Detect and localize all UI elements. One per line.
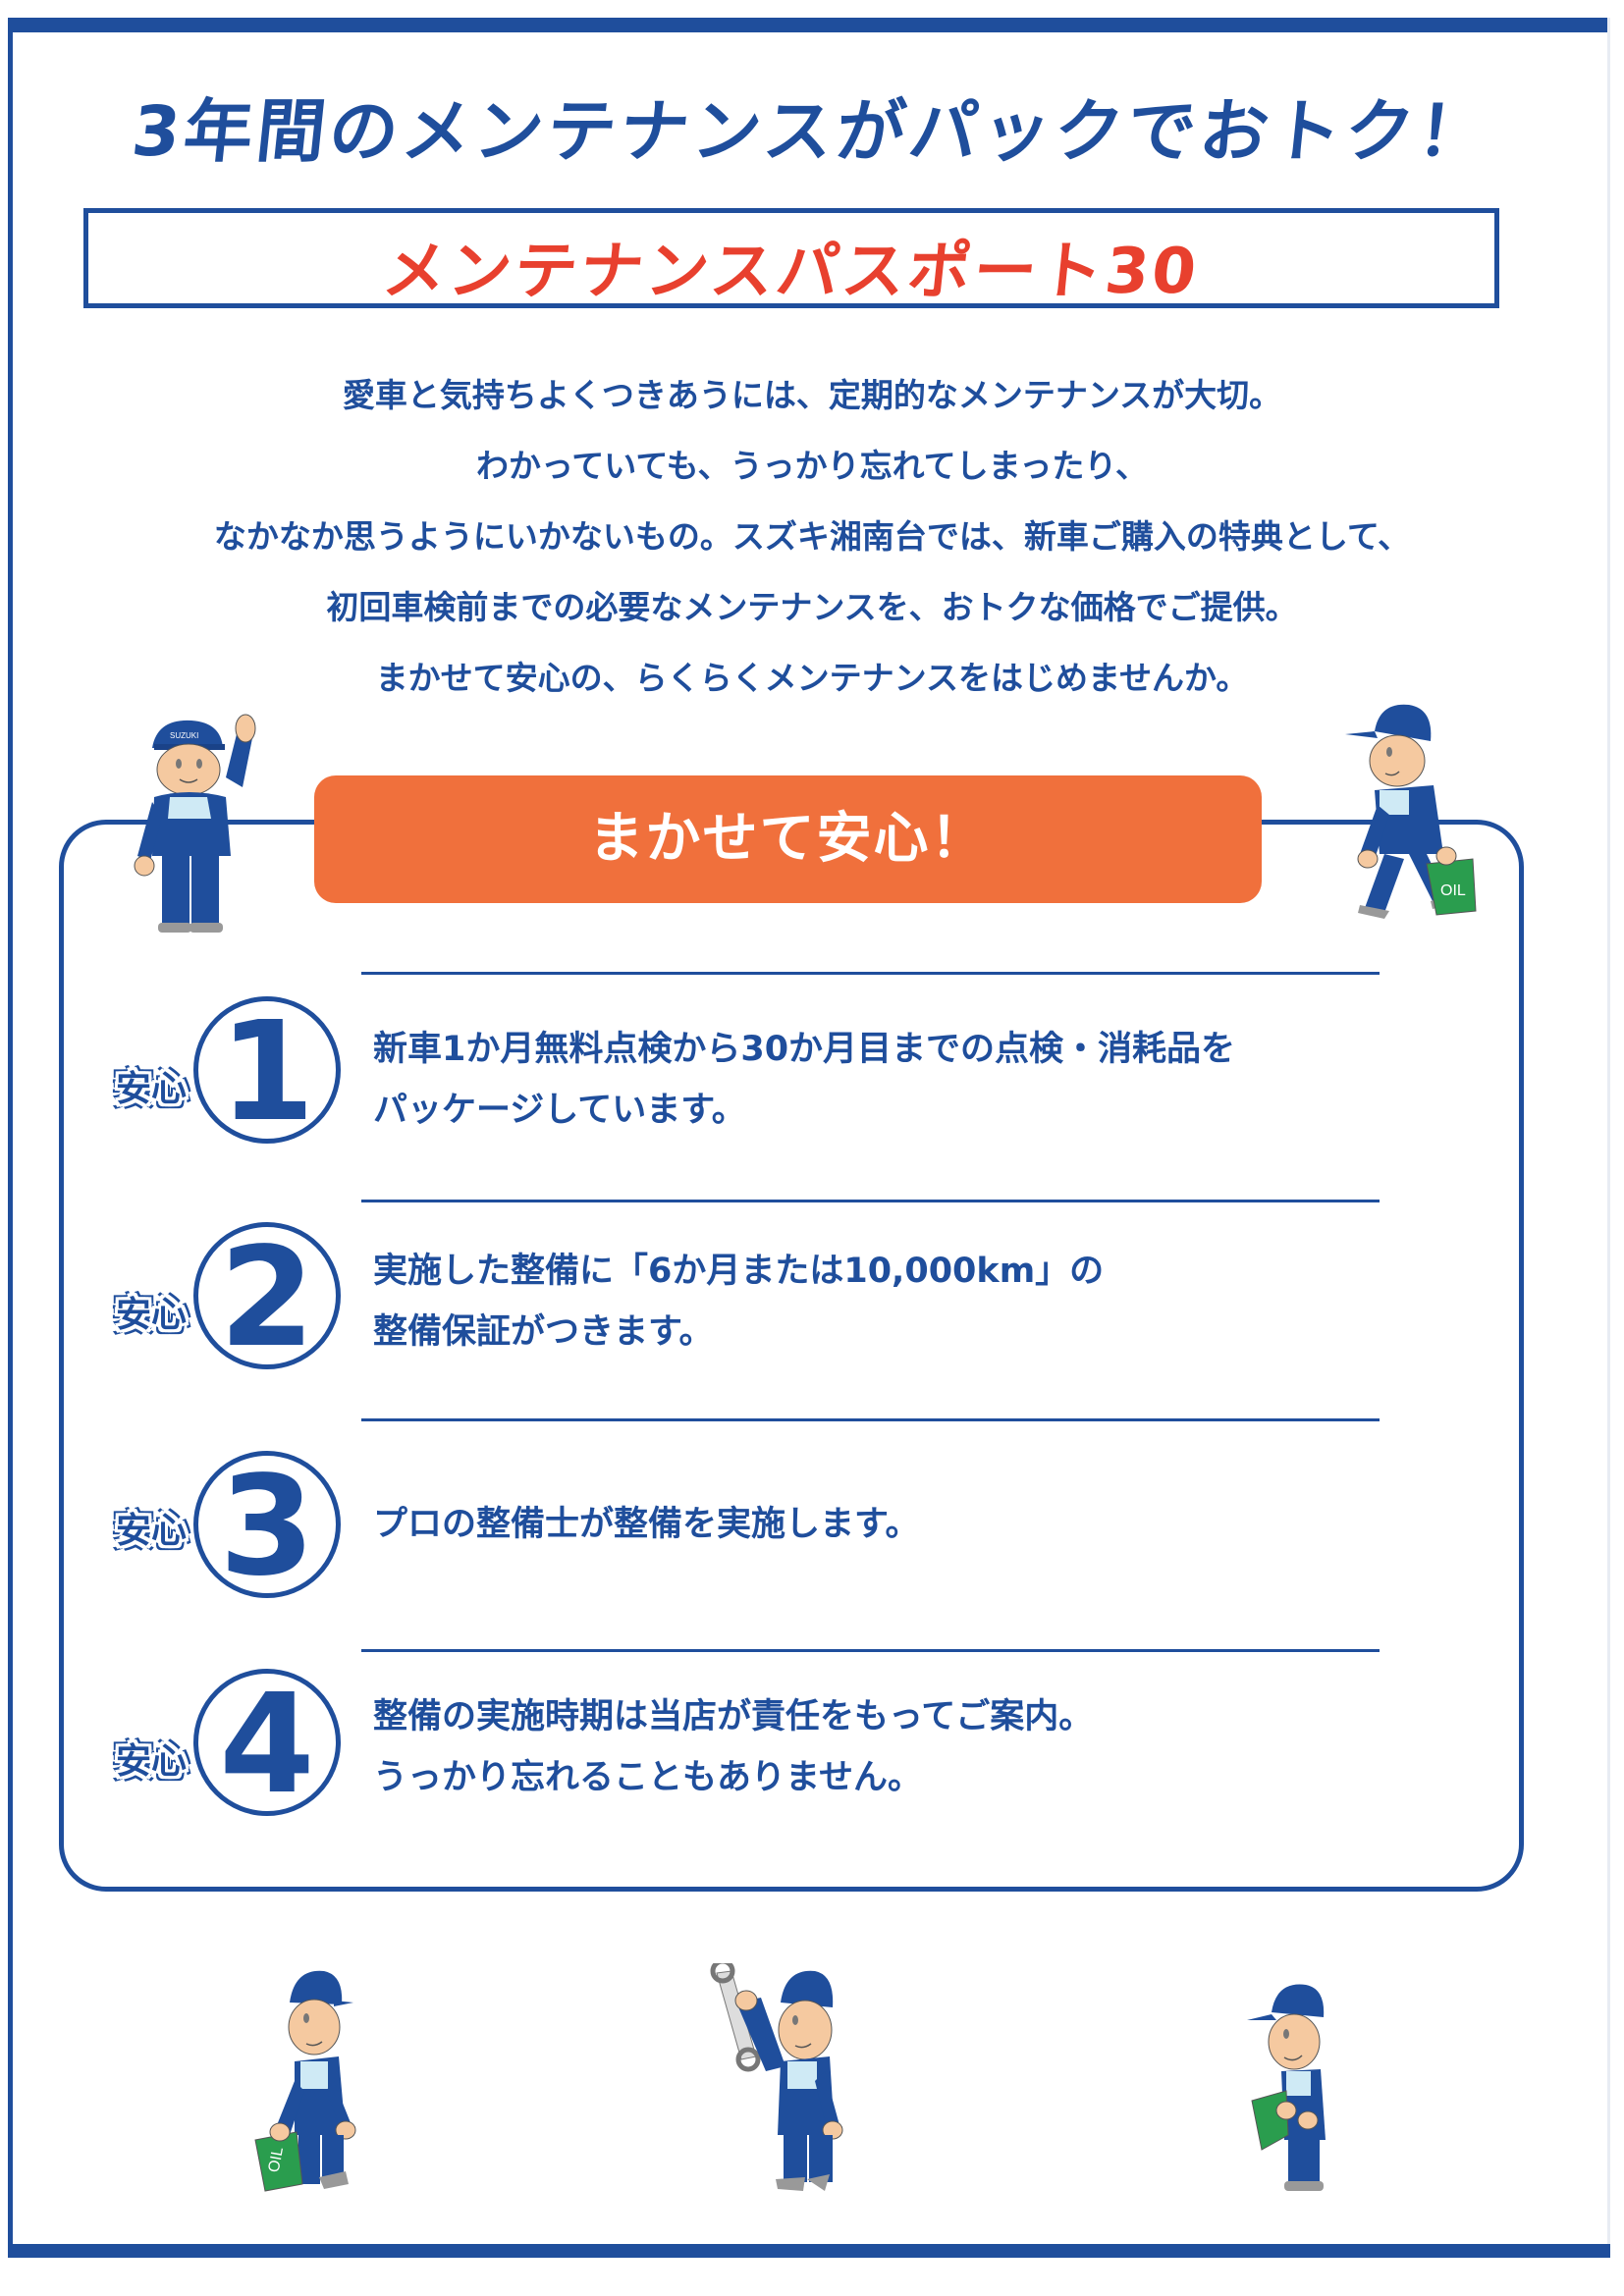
intro-line: まかせて安心の、らくらくメンテナンスをはじめませんか。 xyxy=(375,659,1249,697)
anshin-badge: 安心 xyxy=(116,1295,188,1335)
intro-line: なかなか思うようにいかないもの。スズキ湘南台では、新車ご購入の特典として、 xyxy=(213,517,1411,556)
svg-text:SUZUKI: SUZUKI xyxy=(170,731,198,740)
divider xyxy=(361,1418,1380,1421)
benefit-text-line: 整備保証がつきます。 xyxy=(373,1312,714,1352)
frame-left-border xyxy=(8,18,13,2258)
number-circle: 3 xyxy=(193,1451,341,1599)
svg-text:OIL: OIL xyxy=(1440,882,1466,899)
frame-top-bar xyxy=(8,18,1610,32)
intro-line: 愛車と気持ちよくつきあうには、定期的なメンテナンスが大切。 xyxy=(342,376,1282,414)
intro-line: 初回車検前までの必要なメンテナンスを、おトクな価格でご提供。 xyxy=(326,588,1298,626)
benefit-text: 実施した整備に「6か月または10,000km」の 整備保証がつきます。 xyxy=(373,1241,1104,1362)
benefit-text-line: 新車1か月無料点検から30か月目までの点検・消耗品を xyxy=(373,1030,1236,1069)
anshin-badge: 安心 xyxy=(116,1511,188,1551)
benefit-text-line: パッケージしています。 xyxy=(373,1091,746,1130)
benefits-heading: まかせて安心！ xyxy=(314,775,1262,903)
benefit-text-line: プロの整備士が整備を実施します。 xyxy=(373,1505,920,1544)
benefit-text-line: 整備の実施時期は当店が責任をもってご案内。 xyxy=(373,1697,1094,1736)
oil-pouring-mechanic-icon xyxy=(1247,1984,1326,2191)
number-circle: 1 xyxy=(193,996,341,1145)
divider xyxy=(361,1649,1380,1652)
anshin-badge: 安心 xyxy=(116,1741,188,1782)
benefit-text: プロの整備士が整備を実施します。 xyxy=(373,1494,920,1555)
benefit-text: 新車1か月無料点検から30か月目までの点検・消耗品を パッケージしています。 xyxy=(373,1019,1235,1141)
number-circle: 4 xyxy=(193,1669,341,1817)
headline: 3年間のメンテナンスがパックでおトク！ xyxy=(128,91,1495,172)
benefit-text-line: うっかり忘れることもありません。 xyxy=(373,1758,922,1797)
frame-bottom-bar xyxy=(8,2244,1610,2258)
intro-paragraph: 愛車と気持ちよくつきあうには、定期的なメンテナンスが大切。 わかっていても、うっ… xyxy=(0,366,1624,720)
intro-line: わかっていても、うっかり忘れてしまったり、 xyxy=(475,447,1149,485)
benefit-text: 整備の実施時期は当店が責任をもってご案内。 うっかり忘れることもありません。 xyxy=(373,1686,1093,1808)
divider xyxy=(361,972,1380,975)
wrench-mechanic-icon xyxy=(710,1963,843,2191)
number-circle: 2 xyxy=(193,1222,341,1370)
waving-mechanic-icon: SUZUKI xyxy=(134,714,256,933)
benefit-text-line: 実施した整備に「6か月または10,000km」の xyxy=(373,1252,1105,1291)
product-name: メンテナンスパスポート30 xyxy=(379,236,1203,308)
frame-right-edge xyxy=(1607,18,1610,2258)
divider xyxy=(361,1200,1380,1202)
oil-carrying-mechanic-bottom-icon: OIL xyxy=(254,1970,356,2192)
svg-text:OIL: OIL xyxy=(266,2146,287,2173)
oil-carrying-mechanic-icon: OIL xyxy=(1345,704,1477,919)
anshin-badge: 安心 xyxy=(116,1069,188,1109)
product-name-box: メンテナンスパスポート30 xyxy=(83,208,1499,308)
